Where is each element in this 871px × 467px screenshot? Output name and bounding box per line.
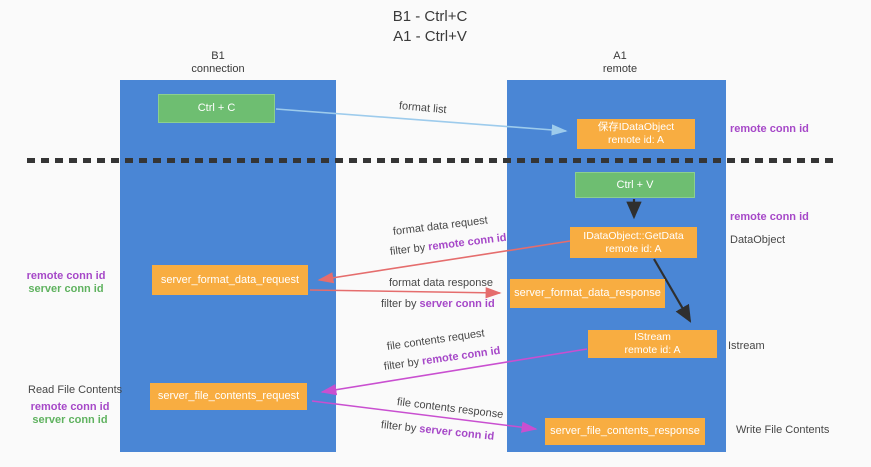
istream-box: IStream remote id: A bbox=[588, 330, 717, 358]
right-lane-name: A1 bbox=[613, 50, 627, 62]
filter-by-text: filter by bbox=[389, 241, 429, 258]
server-format-data-request-label: server_format_data_request bbox=[160, 273, 300, 286]
save-idataobject-line2: remote id: A bbox=[607, 134, 665, 146]
format-data-response-label: format data response bbox=[389, 277, 493, 289]
server-file-contents-response-label: server_file_contents_response bbox=[550, 425, 700, 437]
server-conn-id-text: server conn id bbox=[419, 298, 495, 310]
idataobject-getdata-box: IDataObject::GetData remote id: A bbox=[570, 227, 697, 258]
istream-line1: IStream bbox=[634, 331, 671, 343]
server-file-contents-request-box: server_file_contents_request bbox=[150, 383, 307, 410]
filter-by-text: filter by bbox=[380, 419, 420, 435]
save-idataobject-box: 保存IDataObject remote id: A bbox=[577, 119, 695, 149]
remote-conn-id-text: remote conn id bbox=[421, 344, 502, 368]
left-remote-conn-id: remote conn id bbox=[26, 270, 106, 282]
format-list-label: format list bbox=[398, 100, 448, 117]
read-file-contents-label: Read File Contents bbox=[28, 384, 123, 396]
left-server-conn-id: server conn id bbox=[28, 283, 104, 295]
filter-by-text: filter by bbox=[381, 298, 420, 310]
left-remote-conn-id: remote conn id bbox=[30, 401, 110, 413]
filter-by-text: filter by bbox=[383, 355, 423, 373]
server-format-data-response-box: server_format_data_response bbox=[510, 279, 665, 308]
diagram-title: B1 - Ctrl+C A1 - Ctrl+V bbox=[0, 7, 860, 47]
right-lane-subtitle: remote bbox=[602, 63, 638, 75]
left-conn-ids-top: remote conn id server conn id bbox=[22, 270, 110, 296]
left-lane-header: B1 connection bbox=[158, 50, 278, 76]
right-lane-header: A1 remote bbox=[560, 50, 680, 76]
server-format-data-response-label: server_format_data_response bbox=[514, 287, 661, 299]
istream-side-label: Istream bbox=[728, 340, 765, 352]
left-conn-ids-bottom: remote conn id server conn id bbox=[26, 401, 114, 427]
title-line-1: B1 - Ctrl+C bbox=[392, 8, 468, 25]
getdata-line1: IDataObject::GetData bbox=[583, 229, 684, 242]
left-server-conn-id: server conn id bbox=[32, 414, 108, 426]
right-remote-conn-id-top: remote conn id bbox=[730, 123, 809, 135]
ctrl-c-label: Ctrl + C bbox=[197, 102, 236, 114]
server-format-data-request-box: server_format_data_request bbox=[152, 265, 308, 295]
server-file-contents-response-box: server_file_contents_response bbox=[545, 418, 705, 445]
left-lane-subtitle: connection bbox=[191, 63, 245, 75]
format-data-response-arrow bbox=[309, 287, 502, 299]
ctrl-v-box: Ctrl + V bbox=[575, 172, 695, 198]
istream-line2: remote id: A bbox=[624, 344, 681, 356]
getdata-line2: remote id: A bbox=[605, 242, 662, 255]
ctrl-v-label: Ctrl + V bbox=[616, 178, 654, 191]
file-contents-response-label: file contents response bbox=[396, 396, 504, 421]
left-lane-name: B1 bbox=[211, 50, 225, 62]
format-data-request-label: format data request bbox=[392, 214, 489, 238]
dataobject-label: DataObject bbox=[730, 234, 786, 246]
write-file-contents-label: Write File Contents bbox=[736, 424, 830, 436]
ctrl-c-box: Ctrl + C bbox=[158, 94, 275, 123]
remote-conn-id-text: remote conn id bbox=[427, 231, 508, 254]
save-idataobject-line1: 保存IDataObject bbox=[597, 121, 675, 133]
format-data-response-filter-label: filter by server conn id bbox=[381, 298, 495, 310]
file-contents-response-filter-label: filter by server conn id bbox=[380, 419, 494, 443]
title-line-2: A1 - Ctrl+V bbox=[393, 28, 467, 45]
server-file-contents-request-label: server_file_contents_request bbox=[157, 390, 300, 402]
server-conn-id-text: server conn id bbox=[418, 423, 495, 443]
right-remote-conn-id-mid: remote conn id bbox=[730, 211, 809, 223]
dashed-separator-line bbox=[27, 158, 833, 163]
